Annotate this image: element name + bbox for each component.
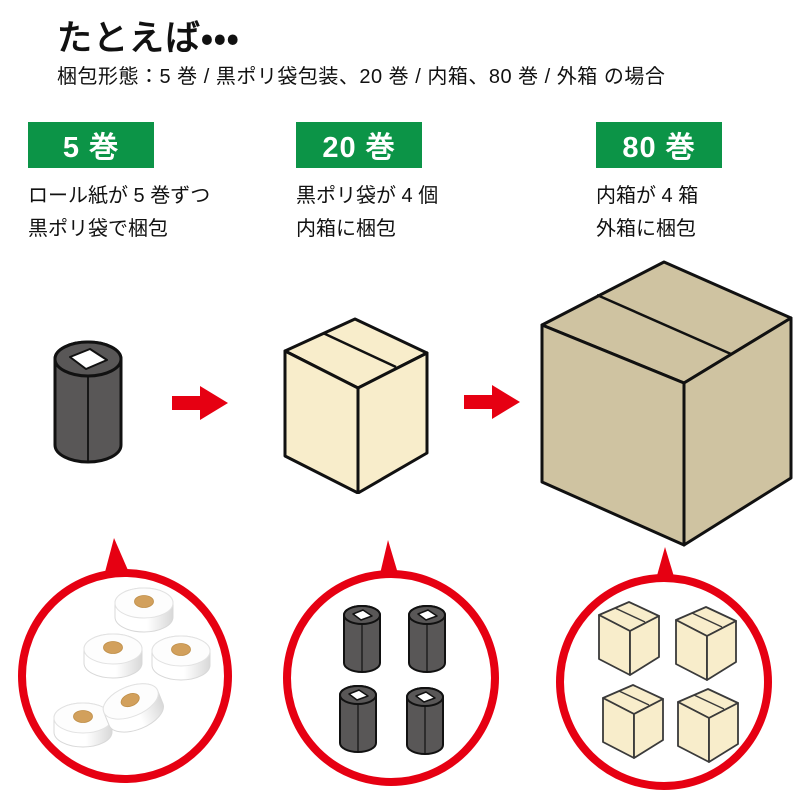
step2-description: 黒ポリ袋が 4 個 内箱に梱包 bbox=[296, 180, 546, 246]
mini-box bbox=[602, 684, 664, 759]
step1-description-line2: 黒ポリ袋で梱包 bbox=[28, 218, 168, 240]
mini-box bbox=[675, 606, 737, 681]
mini-poly-bag bbox=[339, 685, 377, 753]
page-title: たとえば・・・ bbox=[57, 19, 240, 58]
arrow-right-icon bbox=[172, 386, 228, 420]
page-subtitle: 梱包形態：5 巻 / 黒ポリ袋包装、20 巻 / 内箱、80 巻 / 外箱 の場… bbox=[57, 66, 666, 88]
mini-box bbox=[677, 688, 739, 763]
toilet-roll bbox=[114, 587, 174, 633]
mini-poly-bag bbox=[408, 605, 446, 673]
step2-description-line2: 内箱に梱包 bbox=[296, 218, 396, 240]
toilet-roll bbox=[151, 635, 211, 681]
callout-inner-boxes bbox=[556, 547, 772, 790]
toilet-roll-tilted bbox=[102, 683, 164, 733]
step1-description-line1: ロール紙が 5 巻ずつ bbox=[28, 185, 211, 207]
step2-description-line1: 黒ポリ袋が 4 個 bbox=[296, 185, 439, 207]
step3-description-line1: 内箱が 4 箱 bbox=[596, 185, 699, 207]
step3-description: 内箱が 4 箱 外箱に梱包 bbox=[596, 180, 800, 246]
toilet-roll bbox=[53, 702, 113, 748]
mini-box bbox=[598, 601, 660, 676]
mini-poly-bag bbox=[406, 687, 444, 755]
inner-box-illustration bbox=[283, 317, 429, 494]
bag-opening bbox=[69, 348, 108, 370]
step3-description-line2: 外箱に梱包 bbox=[596, 218, 696, 240]
arrow-right-icon bbox=[464, 385, 520, 419]
poly-bag-illustration bbox=[53, 340, 123, 464]
badge-80-rolls: 80 巻 bbox=[596, 122, 722, 168]
callout-toilet-rolls bbox=[18, 538, 232, 783]
callout-poly-bags bbox=[283, 540, 499, 786]
outer-box-illustration bbox=[540, 260, 793, 547]
step1-description: ロール紙が 5 巻ずつ 黒ポリ袋で梱包 bbox=[28, 180, 278, 246]
toilet-roll bbox=[83, 633, 143, 679]
mini-poly-bag bbox=[343, 605, 381, 673]
badge-5-rolls: 5 巻 bbox=[28, 122, 154, 168]
badge-20-rolls: 20 巻 bbox=[296, 122, 422, 168]
